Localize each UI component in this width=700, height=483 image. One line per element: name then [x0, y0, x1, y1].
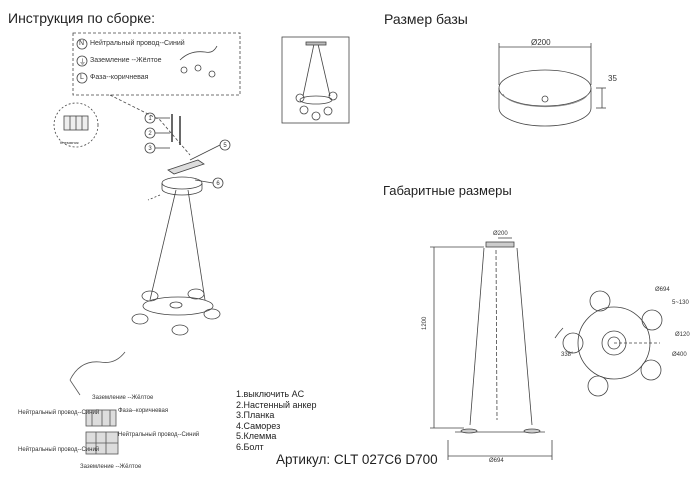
- canopy-body: [161, 183, 203, 196]
- ground-symbol-glyph: ⏚: [79, 59, 86, 66]
- article-number: Артикул: CLT 027C6 D700: [276, 452, 438, 467]
- connector-b: [194, 64, 202, 72]
- cable-left: [149, 189, 177, 301]
- legend-item-4: 4.Саморез: [236, 420, 281, 431]
- base-body: [498, 88, 592, 127]
- lamp-center: [169, 301, 183, 309]
- lamp-disk-3: [131, 313, 149, 325]
- assembly-title: Инструкция по сборке:: [8, 10, 156, 26]
- sketch-neutral-right: Нейтральный провод--Синий: [118, 432, 200, 438]
- lamp-disk-2: [187, 288, 205, 300]
- sketch-ground-top: Заземление --Жёлтое: [92, 395, 154, 401]
- base-hole: [541, 95, 549, 103]
- dim-angle: 338°: [561, 352, 574, 358]
- phase-wire-label: Фаза--коричневая: [90, 74, 149, 81]
- base-diameter: Ø200: [531, 38, 551, 47]
- overall-dimensions-title: Габаритные размеры: [383, 183, 512, 198]
- phase-symbol-letter: L: [80, 74, 84, 81]
- top-disk-3: [562, 332, 584, 354]
- dim-top: Ø200: [493, 231, 508, 237]
- angle-arc: [554, 327, 564, 339]
- parts-legend: 1.выключить AC 2.Настенный анкер 3.Планк…: [236, 389, 317, 452]
- callout-1-text: 1: [148, 116, 152, 122]
- base-size-title: Размер базы: [384, 11, 468, 27]
- phase-symbol: [76, 72, 88, 84]
- overall-cable-right: [516, 247, 533, 426]
- top-disk-2: [641, 309, 663, 331]
- top-disk-5: [587, 375, 609, 397]
- callout-3-text: 3: [148, 146, 152, 152]
- lamp-disk-1: [141, 290, 159, 302]
- lamp-ring: [142, 296, 214, 316]
- dim-694: Ø694: [655, 287, 670, 293]
- dim-120: Ø120: [675, 332, 690, 338]
- legend-item-1: 1.выключить AC: [236, 389, 305, 399]
- terminal-circle: [53, 102, 99, 148]
- dim-5-130: 5~130: [672, 300, 689, 306]
- wire-sketch: [179, 45, 218, 61]
- legend-item-3: 3.Планка: [236, 410, 275, 420]
- wiring-box-frame: [72, 32, 241, 96]
- callout-6-text: 6: [216, 181, 220, 187]
- lamp-disk-5: [171, 324, 189, 336]
- sketch-phase: Фаза--коричневая: [118, 408, 169, 414]
- top-disk-4: [640, 359, 662, 381]
- neutral-symbol-letter: N: [79, 40, 85, 47]
- mounting-plate: [167, 159, 205, 175]
- connector-top: [85, 409, 117, 427]
- lamp-disk-4: [203, 308, 221, 320]
- connector-a: [180, 66, 188, 74]
- terminal-block-label: Клеммник: [60, 140, 79, 145]
- ground-wire-label: Заземление --Жёлтое: [90, 57, 162, 64]
- sketch-neutral-left-2: Нейтральный провод--Синий: [18, 447, 100, 453]
- base-height: 35: [608, 74, 617, 83]
- connector-c: [208, 70, 216, 78]
- dim-400: Ø400: [672, 352, 687, 358]
- feed-wire: [69, 351, 126, 381]
- overall-canopy: [485, 241, 515, 248]
- thumbnail-frame: [281, 36, 350, 124]
- overall-cable-left: [469, 247, 485, 426]
- legend-item-6: 6.Болт: [236, 441, 264, 452]
- neutral-wire-label: Нейтральный провод--Синий: [90, 40, 185, 47]
- legend-item-2: 2.Настенный анкер: [236, 399, 317, 410]
- sketch-neutral-left: Нейтральный провод--Синий: [18, 410, 100, 416]
- top-disk-1: [589, 290, 611, 312]
- legend-item-5: 5.Клемма: [236, 431, 277, 441]
- callout-2-text: 2: [148, 131, 152, 137]
- cable-right: [187, 189, 206, 301]
- neutral-symbol: [76, 38, 88, 50]
- callout-5-text: 5: [223, 143, 227, 149]
- ground-symbol: [76, 55, 88, 67]
- dim-width-bottom: Ø694: [489, 458, 504, 464]
- sketch-ground-bottom: Заземление --Жёлтое: [80, 464, 142, 470]
